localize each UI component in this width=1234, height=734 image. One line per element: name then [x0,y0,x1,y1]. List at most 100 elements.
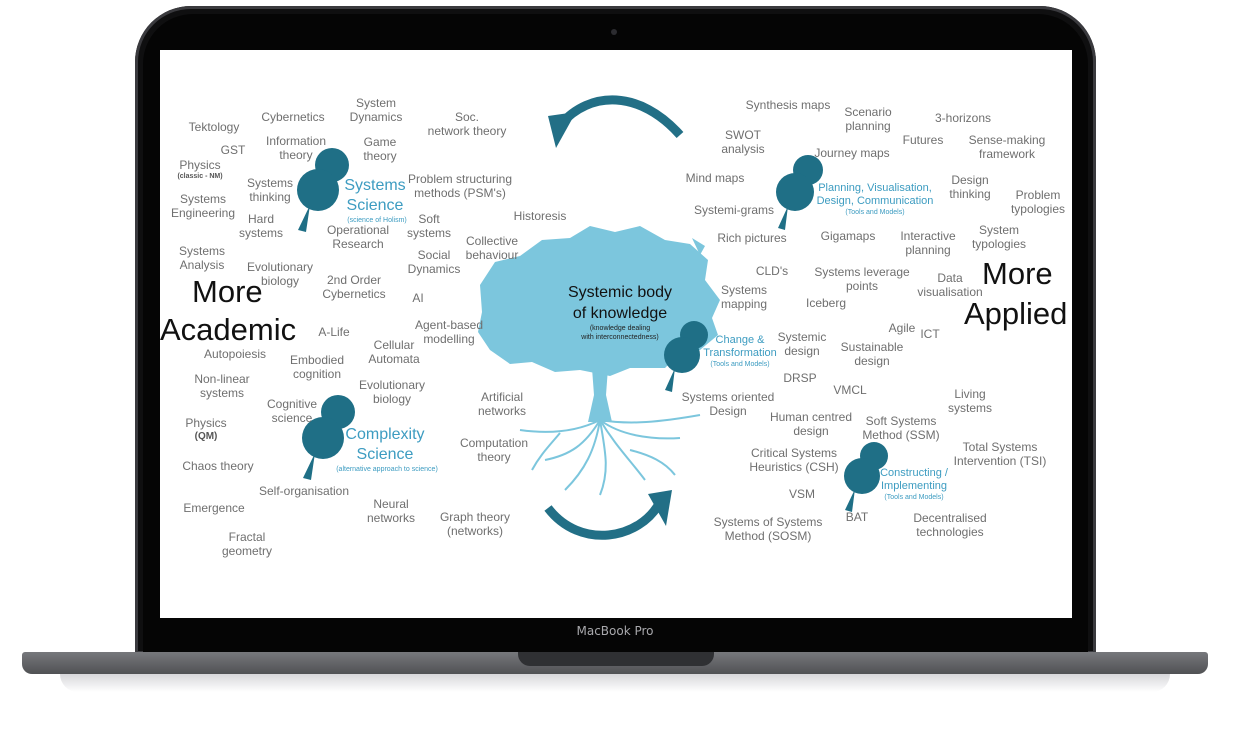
term-line: Computation [459,436,529,450]
term-line: geometry [221,544,273,558]
term-line: Soft Systems [865,414,937,428]
term-line: Critical Systems [750,446,837,460]
term-iceberg: Iceberg [805,296,847,310]
term-synthesis-maps: Synthesis maps [745,98,831,112]
term-line: Sustainable [840,340,904,354]
pin-complexity-icon [302,395,355,480]
term-line: Cybernetics [322,287,386,301]
tree-sub-line2: with interconnectedness) [581,334,659,341]
change-line2: Transformation [703,347,777,359]
term-line: systems [238,226,283,240]
systems-science-sub: (science of Holism) [347,217,407,224]
term-chaos-theory: Chaos theory [182,459,254,473]
term-line: Soft [418,212,440,226]
constructing-label: Constructing / Implementing (Tools and M… [872,467,956,502]
systems-science-line1: Systems [344,177,406,194]
term-journey-maps: Journey maps [814,146,890,160]
term-line: Intervention (TSI) [953,454,1047,468]
term-line: Design [951,173,989,187]
term-cybernetics: Cybernetics [261,110,325,124]
tree-sub-line1: (knowledge dealing [589,325,651,332]
term-line: Engineering [170,206,236,220]
term-line: technologies [916,525,984,539]
term-line: Living [954,387,986,401]
term-historesis: Historesis [513,209,567,223]
term-line: 2nd Order [326,273,382,287]
term-line: biology [372,392,412,406]
term-line: typologies [971,237,1027,251]
term-line: theory [279,148,313,162]
term-line: Artificial [480,390,523,404]
systems-science-line2: Science [346,197,404,214]
term-physics-classic: Physics(classic - NM) [170,158,230,181]
term-line: Systemic [777,330,827,344]
term-line: visualisation [917,285,983,299]
term-physics-qm: Physics(QM) [174,416,238,444]
term-line: Physics [179,158,221,172]
term-line: framework [978,147,1035,161]
term-vsm: VSM [788,487,815,501]
planning-line2: Design, Communication [816,195,934,207]
more-applied-label-1: More [982,256,1053,291]
pin-planning-icon [776,155,823,230]
tree-subtitle: (knowledge dealing with interconnectedne… [520,324,720,342]
bottom-arrow-head-icon [648,490,672,526]
term-line: Systems oriented [681,390,775,404]
term-line: networks [366,511,416,525]
term-line: Sense-making [968,133,1046,147]
tree-title-line2: of knowledge [572,305,668,322]
planning-sub: (Tools and Models) [845,209,905,216]
constructing-line1: Constructing / [880,467,948,479]
term-line: Collective [465,234,519,248]
term-line: Information [265,134,327,148]
term-line: Evolutionary [246,260,314,274]
term-line: mapping [720,297,768,311]
term-line: Embodied [289,353,345,367]
more-applied-label-2: Applied [964,296,1068,331]
term-line: behaviour [465,248,519,262]
term-line: (classic - NM) [177,173,223,180]
top-arrow-icon [556,95,684,139]
term-line: Problem structuring [407,172,513,186]
planning-label: Planning, Visualisation, Design, Communi… [810,182,940,217]
term-drsp: DRSP [783,371,817,385]
term-line: points [845,279,879,293]
constructing-line2: Implementing [880,480,948,492]
term-line: Graph theory [439,510,511,524]
term-line: Non-linear [194,372,250,386]
term-line: Method (SOSM) [724,529,812,543]
term-line: Systems [720,283,767,297]
term-line: systems [406,226,451,240]
term-line: Operational [326,223,390,237]
term-rich-pictures: Rich pictures [717,231,787,245]
tree-roots-icon [519,414,701,496]
term-line: design [784,344,820,358]
term-line: network theory [427,124,507,138]
term-line: Systems [246,176,293,190]
term-line: design [854,354,890,368]
systems-science-label: Systems Science [340,176,410,216]
term-line: theory [363,149,397,163]
term-line: planning [905,243,951,257]
